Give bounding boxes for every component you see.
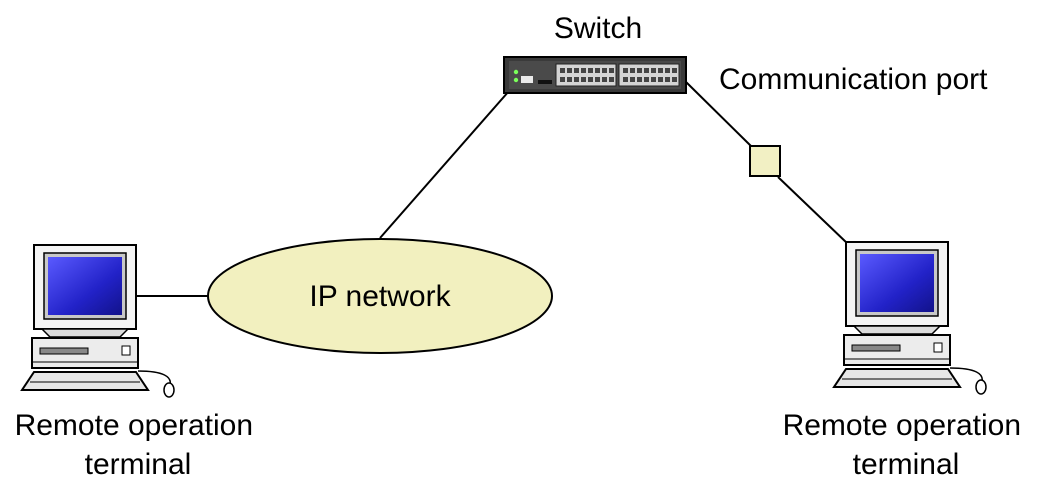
right-terminal-label-line-2: terminal [853, 448, 960, 481]
switch-label: Switch [554, 12, 642, 45]
left-terminal-label-line-2: terminal [85, 448, 192, 481]
right-terminal-label-line-1: Remote operation [783, 409, 1021, 442]
link-network-switch [379, 90, 510, 239]
computer-icon [833, 241, 987, 395]
communication-port-label: Communication port [719, 63, 988, 96]
ip-network-cloud [207, 238, 553, 354]
left-terminal-label: Remote operation terminal [15, 409, 262, 481]
ip-network-label: IP network [309, 280, 451, 313]
switch-icon [503, 56, 687, 94]
right-terminal-label: Remote operation terminal [783, 409, 1030, 481]
link-switch-port [683, 79, 754, 149]
left-terminal-label-line-1: Remote operation [15, 409, 253, 442]
communication-port-icon [749, 145, 781, 177]
link-port-right-terminal [777, 176, 849, 245]
computer-icon [21, 244, 175, 398]
